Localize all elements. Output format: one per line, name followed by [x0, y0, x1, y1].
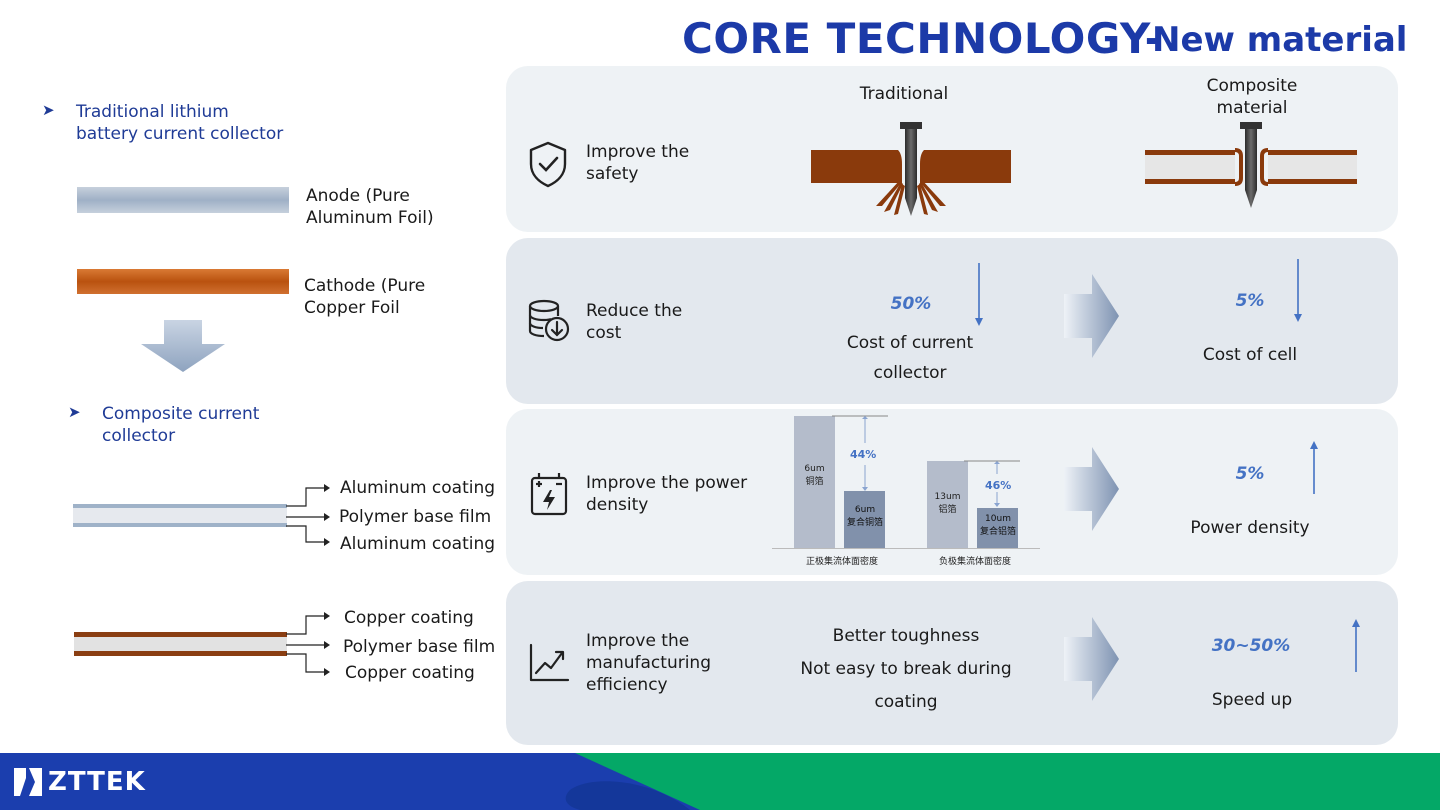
group1-caption: 正极集流体面密度 [805, 557, 878, 567]
power-density-text: Power density [1190, 518, 1310, 538]
group2-caption: 负极集流体面密度 [938, 557, 1011, 567]
bar-composite-aluminum-foil [977, 508, 1018, 548]
collector-cost-text: Cost of current collector [846, 333, 974, 383]
group1-reduction-pct: 44% [850, 448, 877, 461]
traditional-nail-penetration-illustration [811, 122, 1011, 216]
bar-composite-copper-foil [844, 491, 885, 548]
al-layer-bot-label: Aluminum coating [340, 534, 496, 554]
reduction-marker-group2 [964, 460, 1020, 507]
cu-layer-mid-label: Polymer base film [343, 637, 496, 657]
anode-foil-bar [77, 187, 289, 213]
growth-chart-icon [529, 643, 570, 682]
speed-increase-pct: 30~50% [1211, 636, 1291, 656]
up-arrow-icon [1352, 619, 1360, 672]
cell-cost-reduction-pct: 5% [1235, 291, 1265, 311]
down-arrow-icon [1294, 259, 1302, 322]
safety-label: Improve the safety [586, 142, 690, 184]
composite-heading: ➤ Composite current collector [68, 403, 260, 446]
traditional-heading: ➤ Traditional lithium battery current co… [42, 101, 284, 144]
power-density-increase-pct: 5% [1235, 464, 1265, 484]
bullet-arrow-icon: ➤ [42, 101, 55, 119]
footer-accent [575, 753, 1440, 810]
cu-layer-bot-label: Copper coating [345, 663, 475, 683]
down-arrow-icon [975, 263, 983, 326]
traditional-label: Traditional [859, 84, 949, 104]
cathode-foil-bar [77, 269, 289, 294]
zttek-logo-icon [14, 768, 42, 796]
al-layer-mid-label: Polymer base film [339, 507, 492, 527]
cost-panel [506, 238, 1398, 404]
toughness-text: Better toughness Not easy to break durin… [800, 626, 1012, 712]
page-subtitle: New material [1152, 20, 1408, 60]
cathode-label: Cathode (Pure Copper Foil [304, 276, 426, 318]
composite-nail-penetration-illustration [1145, 122, 1357, 208]
bar-aluminum-foil [927, 461, 968, 548]
speed-up-text: Speed up [1211, 690, 1293, 710]
page-title: CORE TECHNOLOGY- [682, 14, 1163, 63]
footer-wave-shape [565, 781, 690, 810]
down-arrow-icon [141, 320, 225, 372]
al-layer-top-label: Aluminum coating [340, 478, 496, 498]
cell-cost-text: Cost of cell [1202, 345, 1298, 365]
bullet-arrow-icon: ➤ [68, 403, 81, 421]
right-chevron-arrow-icon [1064, 617, 1119, 701]
anode-label: Anode (Pure Aluminum Foil) [306, 186, 434, 228]
aluminum-composite-diagram [73, 484, 330, 546]
collector-cost-reduction-pct: 50% [890, 294, 932, 314]
copper-composite-diagram [74, 612, 330, 676]
reduction-marker-group1 [832, 415, 888, 491]
brand-name: ZTTEK [48, 767, 146, 797]
areal-density-chart: 6um 铜箔 6um 复合铜箔 44% 正极集流体面密度 13um 铝箔 10u… [772, 413, 1042, 573]
up-arrow-icon [1310, 441, 1318, 494]
power-density-label: Improve the power density [586, 473, 748, 515]
shield-check-icon [529, 141, 567, 188]
right-chevron-arrow-icon [1064, 447, 1119, 531]
composite-material-label: Composite material [1206, 76, 1298, 118]
group2-reduction-pct: 46% [985, 479, 1012, 492]
chart-baseline [772, 548, 1040, 549]
efficiency-label: Improve the manufacturing efficiency [586, 631, 711, 695]
battery-charge-icon [530, 473, 568, 516]
cost-label: Reduce the cost [586, 301, 683, 343]
bar-copper-foil [794, 416, 835, 548]
cu-layer-top-label: Copper coating [344, 608, 474, 628]
right-chevron-arrow-icon [1064, 274, 1119, 358]
database-cost-down-icon [528, 299, 570, 342]
efficiency-panel [506, 581, 1398, 745]
